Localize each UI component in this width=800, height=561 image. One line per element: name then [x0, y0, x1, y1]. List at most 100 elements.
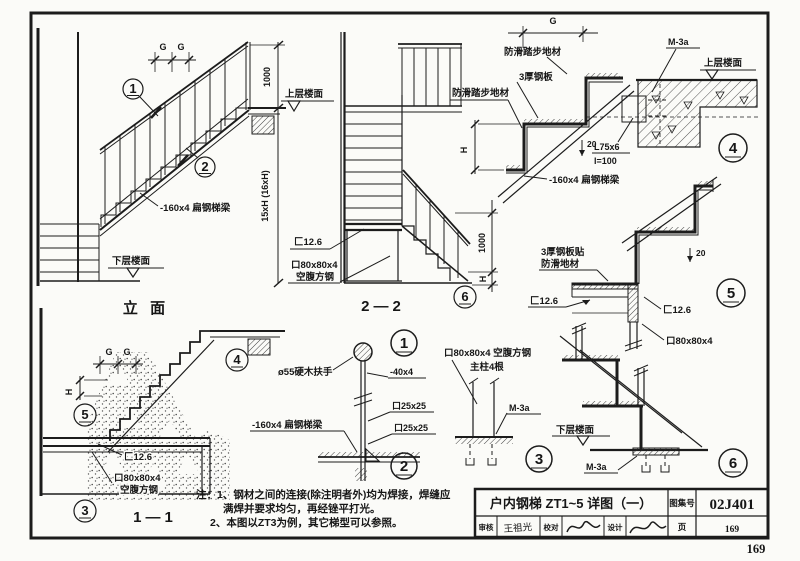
detail-5: 20 3厚钢板贴 防滑地材 匚12.6 匚12.6 口80x80x4 5	[528, 176, 746, 352]
level-mark-lower	[125, 267, 141, 279]
elevation-dim-height: 15xH (16xH)	[260, 170, 270, 222]
section-1-1-dim-g1: G	[105, 347, 112, 357]
section-1-1-channel-label: 匚12.6	[124, 452, 152, 463]
note-line-1: 注：1、钢材之间的连接(除注明者外)均为焊接，焊缝应	[196, 488, 451, 501]
sheet-title: 户内钢梯 ZT1~5 详图（一）	[490, 496, 652, 511]
detail-3-number: 3	[535, 451, 543, 468]
section-1-1-dim-g2: G	[123, 347, 130, 357]
detail-6-bubble	[718, 448, 748, 478]
detail-2-square2-label: 口25x25	[394, 423, 428, 433]
detail-4-number: 4	[729, 140, 738, 157]
elevation-stringer-label: -160x4 扁钢梯梁	[160, 202, 231, 214]
section-1-1-mark-4-bubble	[225, 348, 249, 372]
detail-6: 下层楼面 M-3a 6	[552, 322, 748, 478]
elevation-dim-g1: G	[159, 42, 166, 52]
detail-1-bar-label: -40x4	[390, 367, 413, 377]
detail-2-stringer-label: -160x4 扁钢梯梁	[252, 419, 323, 431]
title-block: 户内钢梯 ZT1~5 详图（一） 图集号 02J401 审核 王祖光 校对 设计…	[473, 487, 770, 539]
detail-4-angle-label: L75x6	[594, 142, 620, 152]
detail-3-posts-label: 主柱4根	[470, 361, 504, 373]
detail-4-dim-h: H	[459, 147, 469, 154]
section-1-1: G G H 4 5 3 匚12.6 口80x80x4 空腹方钢 1—1	[39, 308, 285, 526]
detail-4-plate-label: 3厚钢板	[519, 71, 553, 83]
detail-4-bubble	[718, 133, 748, 163]
section-2-2-treads	[344, 123, 402, 221]
section-2-2-title: 2—2	[361, 298, 405, 315]
detail-3-tube-label: 口80x80x4 空腹方钢	[444, 347, 532, 359]
detail-4-anchor-label: M-3a	[668, 37, 689, 47]
checker-signature	[566, 520, 601, 533]
handrail-section	[353, 342, 373, 362]
detail-mark-1-bubble	[122, 78, 144, 100]
detail-4-antislip-top-label: 防滑踏步地材	[504, 46, 562, 58]
note-line-3: 2、本图以ZT3为例，其它梯型可以参照。	[210, 516, 403, 529]
detail-6-lower-floor-label: 下层楼面	[556, 424, 595, 436]
section-1-1-mark-4: 4	[233, 352, 241, 367]
detail-1-number: 1	[400, 335, 408, 352]
section-1-1-title: 1—1	[133, 509, 177, 526]
detail-1-handrail-label: ø55硬木扶手	[278, 366, 333, 378]
note-line-2: 满焊并要求均匀，再经锉平打光。	[223, 502, 381, 515]
folio-number: 169	[747, 542, 766, 556]
section-2-2: 匚12.6 口80x80x4 空腹方钢 1000 H 2—2 6	[288, 32, 498, 315]
level-mark-upper	[286, 100, 302, 113]
section-2-2-channel-label: 匚12.6	[294, 237, 322, 248]
detail-3: 口80x80x4 空腹方钢 主柱4根 M-3a 3	[444, 347, 553, 473]
detail-mark-6: 6	[461, 289, 468, 304]
detail-5-tube-label: 口80x80x4	[666, 336, 713, 347]
detail-mark-2-bubble	[194, 156, 216, 178]
section-1-1-tube-label: 口80x80x4	[114, 473, 161, 484]
detail-5-channel-left-label: 匚12.6	[530, 296, 558, 307]
detail-1-bubble	[390, 329, 418, 357]
elevation-lower-floor-label: 下层楼面	[112, 255, 151, 267]
detail-3-bubble	[525, 445, 553, 473]
section-1-1-mark-5-bubble	[73, 403, 97, 427]
designer-label: 设计	[608, 522, 623, 532]
detail-2-square1-label: 口25x25	[392, 401, 426, 411]
section-1-1-mark-3: 3	[81, 503, 88, 518]
section-1-1-mark-3-bubble	[73, 499, 97, 523]
detail-5-plate-label1: 3厚钢板贴	[541, 246, 585, 258]
elevation-upper-floor-label: 上层楼面	[285, 88, 324, 100]
elevation-view: 1 2 G G 1000 15xH (16xH) 上层楼面 下层楼面 -160x…	[36, 28, 334, 317]
elevation-dim-g2: G	[177, 42, 184, 52]
detail-2-number: 2	[400, 458, 408, 475]
elevation-dim-1000: 1000	[262, 67, 272, 87]
detail-4-angle-length: l=100	[594, 156, 617, 166]
page-label: 页	[678, 522, 687, 532]
reviewer-label: 审核	[479, 522, 494, 532]
notes: 注：1、钢材之间的连接(除注明者外)均为焊接，焊缝应 满焊并要求均匀，再经锉平打…	[196, 488, 451, 529]
detail-3-anchor-label: M-3a	[509, 403, 530, 413]
detail-4-stringer-label: -160x4 扁钢梯梁	[549, 174, 620, 186]
detail-4-antislip-left-label: 防滑踏步地材	[452, 87, 510, 99]
section-2-2-tube-label2: 空腹方钢	[296, 271, 335, 283]
checker-label: 校对	[544, 522, 559, 532]
detail-4-dim-g: G	[549, 16, 556, 26]
elevation-title: 立 面	[123, 299, 169, 317]
stipple-texture	[86, 352, 230, 500]
section-2-2-tube-label: 口80x80x4	[291, 260, 338, 271]
designer-signature	[629, 521, 667, 534]
detail-5-dim-20: 20	[696, 248, 706, 258]
section-2-2-railing-posts	[401, 44, 462, 106]
detail-5-channel-right-label: 匚12.6	[663, 305, 691, 316]
detail-4-upper-floor-label: 上层楼面	[704, 57, 743, 69]
section-1-1-tube-label2: 空腹方钢	[120, 484, 159, 496]
detail-5-plate-label2: 防滑地材	[541, 258, 580, 270]
detail-6-anchor-label: M-3a	[586, 462, 607, 472]
elevation-railing-posts	[104, 42, 251, 224]
detail-5-number: 5	[727, 285, 735, 302]
detail-6-number: 6	[729, 455, 737, 472]
detail-4-dim-20: 20	[587, 139, 597, 149]
section-2-2-dim-1000: 1000	[477, 233, 487, 253]
section-1-1-dim-h: H	[64, 389, 74, 396]
detail-mark-6-bubble	[453, 285, 477, 309]
detail-5-bubble	[716, 278, 746, 308]
atlas-number: 02J401	[710, 497, 755, 513]
detail-1-2: 1 ø55硬木扶手 -40x4 口25x25 口25x25 -160x4 扁钢梯…	[250, 329, 436, 481]
section-2-2-dim-h: H	[478, 276, 488, 283]
detail-mark-2: 2	[201, 159, 208, 174]
page-number: 169	[725, 525, 740, 535]
